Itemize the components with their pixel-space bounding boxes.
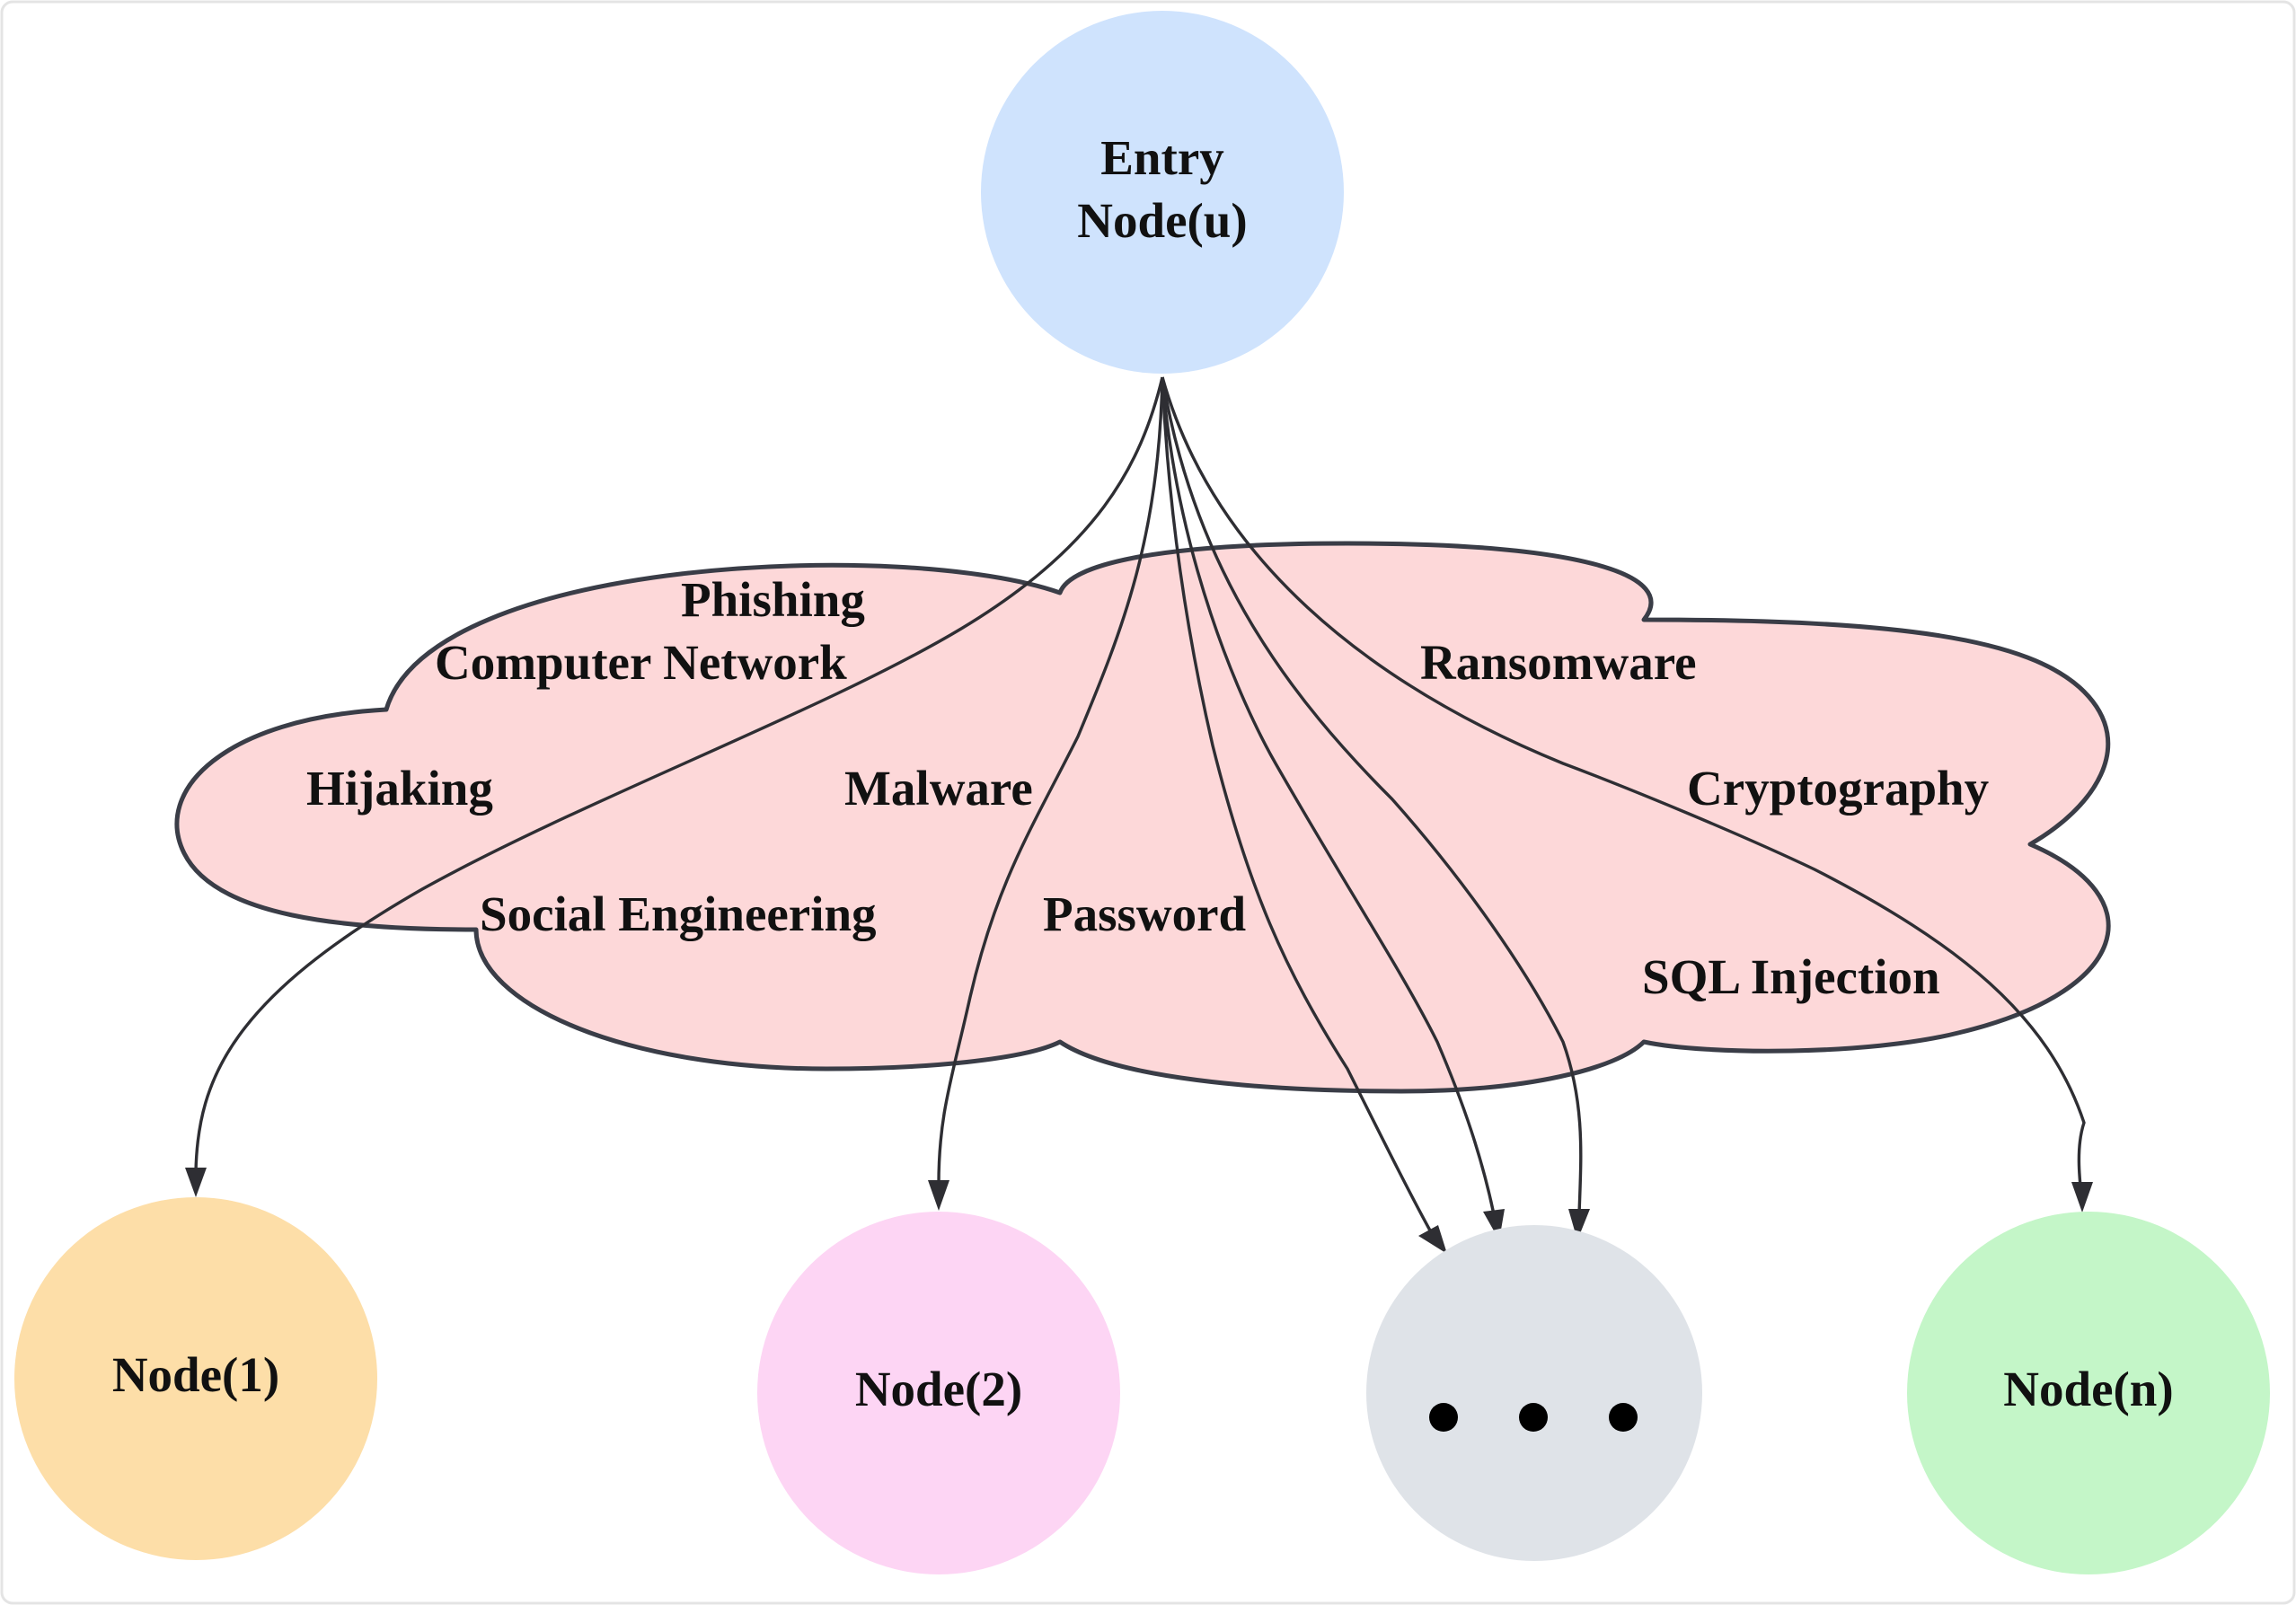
node-n-label: Node(n) (2003, 1362, 2173, 1416)
ellipsis-dot (1609, 1403, 1638, 1432)
entry-node-label-line2: Node(u) (1077, 193, 1247, 248)
node-n-circle (1907, 1212, 2270, 1574)
label-cryptography: Cryptography (1687, 761, 1989, 816)
label-sql-injection: SQL Injection (1642, 949, 1940, 1004)
node-1-label: Node(1) (112, 1347, 279, 1402)
arrowhead-ellipsis-c (1568, 1209, 1590, 1240)
edge-to-ellipsis-b (1161, 376, 1496, 1215)
entry-node-circle (981, 11, 1344, 374)
attack-type-labels: Phishing Computer Network Hijaking Malwa… (306, 572, 1989, 1004)
ellipsis-icon (1429, 1403, 1638, 1432)
entry-node-label-line1: Entry (1100, 130, 1224, 185)
label-malware: Malware (844, 761, 1033, 816)
ellipsis-dot (1429, 1403, 1458, 1432)
edges (185, 376, 2093, 1254)
edge-to-node-2 (937, 376, 1164, 1185)
edge-to-node-1 (194, 376, 1164, 1173)
target-node-ellipsis (1366, 1225, 1702, 1561)
edge-to-ellipsis-a (1161, 376, 1432, 1231)
target-node-1: Node(1) (14, 1197, 377, 1560)
label-computer-network: Computer Network (435, 635, 847, 690)
arrowhead-node-n (2071, 1182, 2093, 1213)
node-2-circle (757, 1212, 1120, 1574)
entry-node: Entry Node(u) (981, 11, 1344, 374)
arrowhead-node-2 (928, 1180, 949, 1211)
label-social-engineering: Social Engineering (480, 886, 877, 941)
ellipsis-node-circle (1366, 1225, 1702, 1561)
target-node-2: Node(2) (757, 1212, 1120, 1574)
label-hijaking: Hijaking (306, 761, 493, 816)
ellipsis-dot (1519, 1403, 1548, 1432)
attack-types-cloud (174, 541, 2111, 1094)
label-phishing: Phishing (681, 572, 865, 627)
arrowhead-node-1 (185, 1168, 207, 1197)
edge-to-node-n (1161, 376, 2086, 1204)
node-1-circle (14, 1197, 377, 1560)
label-password: Password (1043, 886, 1246, 941)
arrowhead-ellipsis-a (1418, 1225, 1447, 1254)
target-node-n: Node(n) (1907, 1212, 2270, 1574)
node-2-label: Node(2) (855, 1362, 1022, 1416)
edge-to-ellipsis-c (1161, 376, 1583, 1215)
label-ransomware: Ransomware (1420, 635, 1697, 690)
